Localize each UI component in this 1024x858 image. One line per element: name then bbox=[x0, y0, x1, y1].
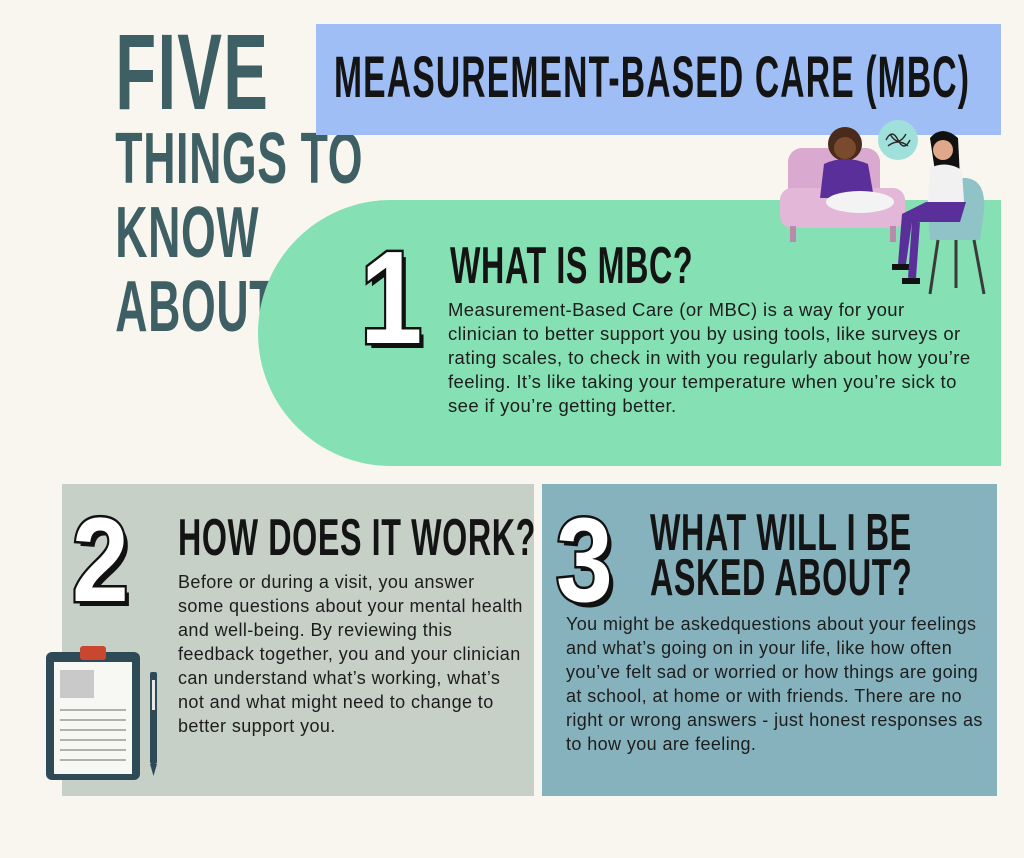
section-number-1: 1 bbox=[358, 224, 425, 371]
section-heading-what-is-mbc: WHAT IS MBC? bbox=[450, 237, 694, 295]
patient-legs bbox=[826, 191, 894, 213]
clipboard-icon bbox=[46, 646, 157, 780]
section-what-is-mbc bbox=[258, 200, 1001, 466]
header-banner bbox=[316, 24, 1001, 135]
section-number-3: 3 bbox=[554, 493, 615, 627]
section-heading-what-will-i-be: WHAT WILL I BE bbox=[650, 504, 912, 562]
clinician-body bbox=[928, 164, 964, 202]
header-title: MEASUREMENT-BASED CARE (MBC) bbox=[334, 45, 971, 110]
section-heading-asked-about: ASKED ABOUT? bbox=[650, 549, 913, 607]
section-heading-how-does-it-work: HOW DOES IT WORK? bbox=[178, 509, 536, 567]
section-number-2: 2 bbox=[70, 493, 131, 627]
clinician-and-patient-illustration bbox=[780, 120, 986, 295]
title-line-five: FIVE bbox=[115, 11, 270, 132]
clinician-legs bbox=[898, 202, 966, 264]
section-body-how-does-it-work: Before or during a visit, you answer som… bbox=[178, 572, 523, 736]
section-what-will-i-be-asked bbox=[542, 484, 997, 796]
title-line-know: KNOW bbox=[115, 193, 260, 273]
pen-icon bbox=[150, 672, 157, 776]
patient-body bbox=[820, 159, 874, 198]
section-body-what-will-i-be-asked: You might be askedquestions about your f… bbox=[566, 614, 983, 754]
clipboard-clip bbox=[80, 646, 106, 660]
section-body-what-is-mbc: Measurement-Based Care (or MBC) is a way… bbox=[448, 299, 971, 416]
clinician-head bbox=[933, 140, 953, 160]
patient-head bbox=[834, 137, 856, 159]
section-how-does-it-work bbox=[62, 484, 534, 796]
